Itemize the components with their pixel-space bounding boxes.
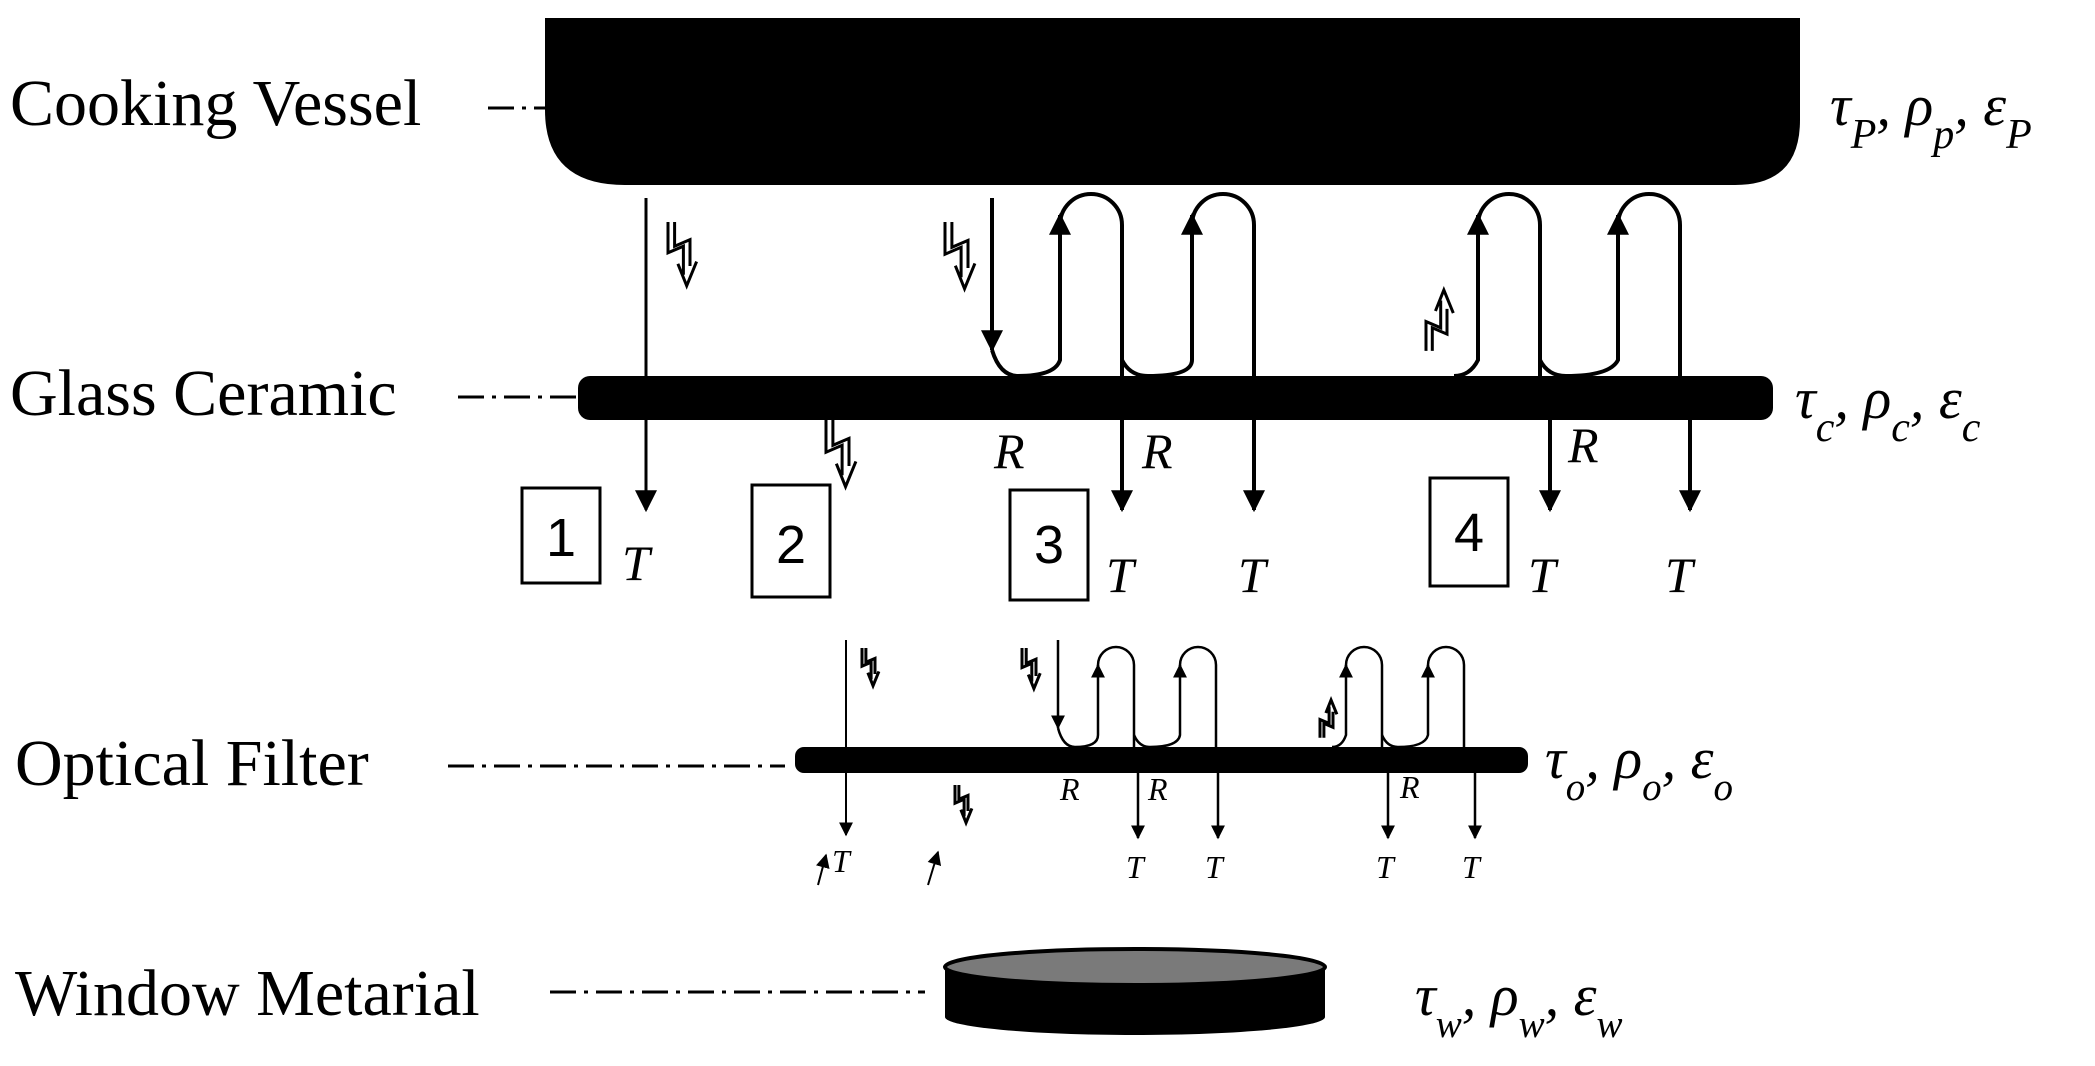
label-T-filter-case4-1: T	[1376, 849, 1396, 885]
label-cooking-vessel: Cooking Vessel	[10, 67, 421, 140]
case-number-2: 2	[776, 515, 806, 575]
zigzag-filter-case4	[1318, 696, 1339, 738]
ray-case4-reflect-up-2	[1538, 212, 1629, 379]
case-number-4: 4	[1454, 503, 1484, 563]
ray-filter-case4-up-2	[1380, 663, 1435, 749]
ray-filter-small-up-1	[815, 853, 830, 886]
label-T-case3-2: T	[1238, 547, 1269, 603]
zigzag-case1-vessel	[666, 222, 698, 290]
props-glass-ceramic: τc, ρc, εc	[1795, 366, 1981, 451]
label-T-case4-2: T	[1665, 547, 1696, 603]
radiation-rays	[635, 192, 1701, 886]
ray-filter-case4-loop-2	[1426, 645, 1466, 747]
zigzag-filter-case1	[860, 648, 881, 690]
ray-filter-case3-up-1	[1056, 663, 1105, 749]
label-T-filter-case1: T	[832, 843, 852, 879]
ray-filter-case3-loop-1	[1096, 645, 1136, 747]
label-T-case3-1: T	[1106, 547, 1137, 603]
ray-case3-reflect-up-2	[1120, 212, 1203, 379]
label-T-filter-case4-2: T	[1462, 849, 1482, 885]
leader-lines	[448, 106, 925, 994]
ray-filter-case4-loop-1	[1344, 645, 1384, 747]
ray-filter-case4-up-1	[1331, 663, 1353, 749]
ray-case4-loop-2	[1616, 192, 1682, 376]
ray-case3-reflect-up-1	[990, 212, 1071, 379]
zigzag-case3-vessel	[943, 222, 977, 293]
ray-filter-small-up-2	[927, 850, 942, 886]
zigzag-case4-up	[1424, 286, 1455, 351]
label-T-filter-case3-2: T	[1205, 849, 1225, 885]
case-box-2: 2	[750, 483, 832, 599]
glass-ceramic-plate	[578, 376, 1773, 420]
label-optical-filter: Optical Filter	[15, 727, 369, 800]
ray-filter-case3-up-2	[1132, 663, 1187, 749]
ray-filter-case3-loop-2	[1178, 645, 1218, 747]
props-cooking-vessel: τP, ρp, εP	[1830, 73, 2032, 158]
window-material-disc	[943, 947, 1327, 1035]
label-T-case1: T	[622, 535, 653, 591]
label-R-filter-case3-1: R	[1059, 771, 1080, 807]
case-number-3: 3	[1034, 515, 1064, 575]
emission-zigzag-arrows	[666, 222, 1455, 827]
case-number-1: 1	[546, 508, 576, 568]
ray-letters: T T T T T R R R T T T T T R R R	[622, 417, 1696, 885]
label-window-material: Window Metarial	[15, 957, 480, 1030]
label-glass-ceramic: Glass Ceramic	[10, 357, 397, 430]
case-box-3: 3	[1008, 488, 1090, 602]
zigzag-filter-case3	[1020, 648, 1042, 693]
label-R-case3-1: R	[993, 423, 1025, 479]
label-T-filter-case3-1: T	[1126, 849, 1146, 885]
zigzag-case2-ceramic	[824, 420, 858, 491]
cooking-vessel-shape	[545, 18, 1800, 185]
ray-case3-loop-1	[1058, 192, 1124, 376]
zigzag-filter-case2	[953, 785, 974, 827]
optical-filter-plate	[795, 747, 1528, 773]
ray-case4-emit-up-1	[1453, 212, 1489, 378]
case-boxes: 1 2 3 4	[520, 476, 1510, 602]
ray-case3-loop-2	[1190, 192, 1256, 376]
case-box-1: 1	[520, 486, 602, 585]
props-window-material: τw, ρw, εw	[1415, 963, 1623, 1046]
case-box-4: 4	[1428, 476, 1510, 588]
label-R-filter-case3-2: R	[1147, 771, 1168, 807]
ray-case4-loop-1	[1476, 192, 1542, 376]
property-labels: τP, ρp, εP τc, ρc, εc τo, ρo, εo τw, ρw, εw	[1415, 73, 2032, 1046]
label-R-case4: R	[1567, 417, 1599, 473]
label-R-case3-2: R	[1141, 423, 1173, 479]
label-T-case4-1: T	[1528, 547, 1559, 603]
label-R-filter-case4: R	[1399, 769, 1420, 805]
props-optical-filter: τo, ρo, εo	[1545, 726, 1733, 809]
